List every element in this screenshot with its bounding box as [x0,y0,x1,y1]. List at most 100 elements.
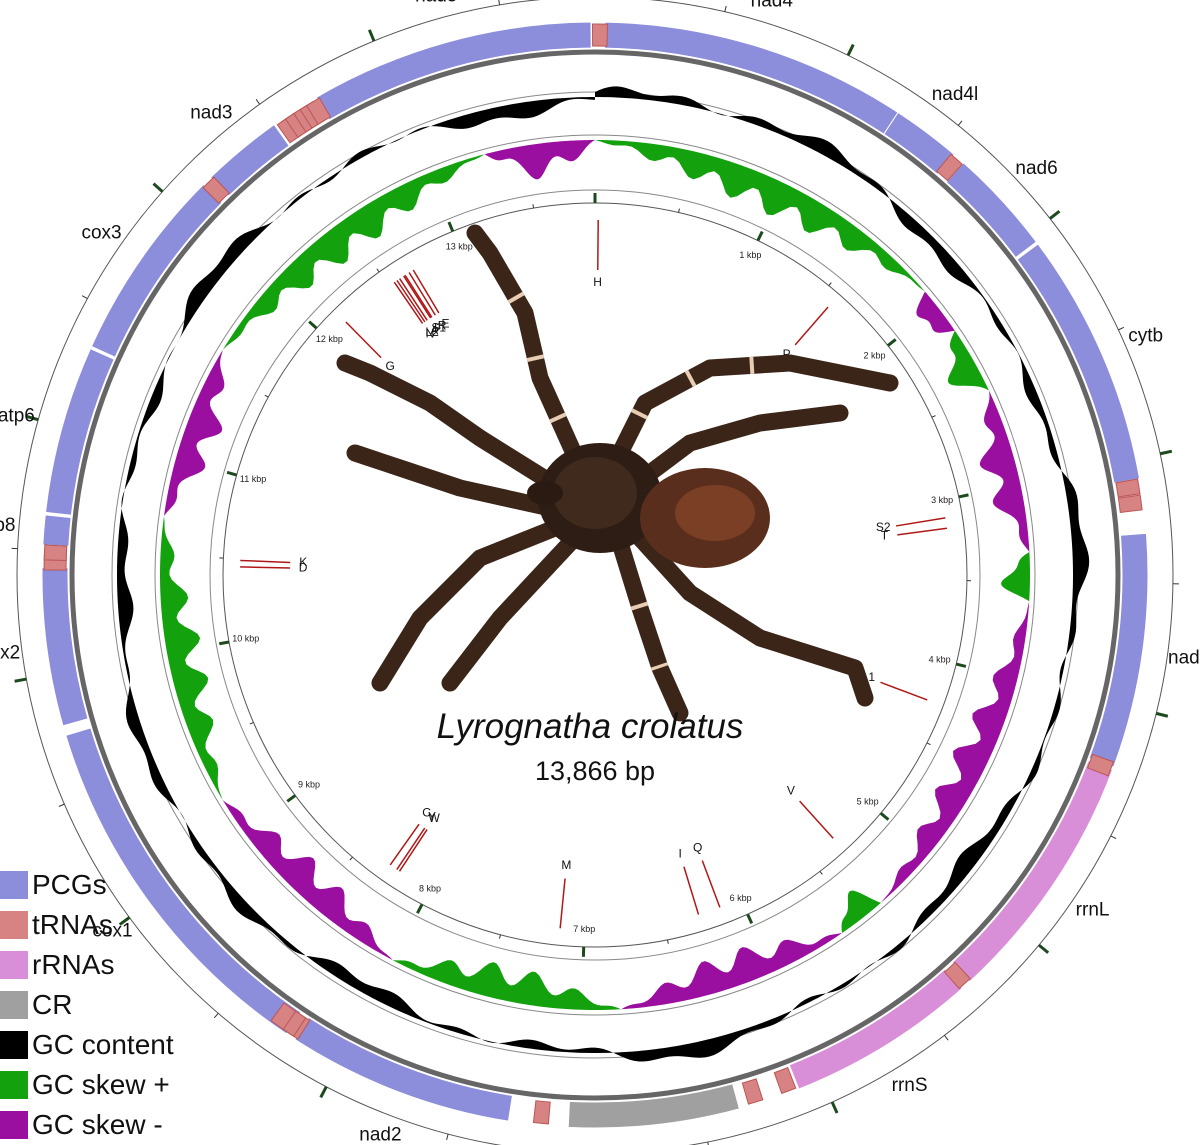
trna-e-leader [412,269,440,314]
outer-scale-tick [1038,943,1050,954]
atp6-label: atp6 [0,405,35,426]
trna-i-label: I [678,846,681,860]
scale-tick [218,640,230,646]
legend-swatch [0,911,28,939]
scale-tick [447,221,455,232]
trna-g-label: G [385,359,394,373]
scale-tick [498,934,501,939]
trna-l2-leader [396,279,426,323]
nad1-label: nad1 [1168,648,1200,669]
nad4l-label: nad4l [932,84,979,105]
gc-skew-ring-outer [154,134,1036,1016]
trna-q-marker [773,1066,797,1095]
gc-skew-region [979,390,1030,553]
legend-label: CR [32,989,73,1020]
trna-r-label: R [438,318,447,332]
trna-c-leader [389,823,420,866]
outer-scale-tick [26,414,39,422]
trna-t-marker [1117,494,1143,514]
legend-item: GC skew + [0,1065,240,1105]
trna-v-marker [943,961,971,990]
trna-i-marker [741,1078,764,1105]
kbp-tick-label: 10 kbp [232,633,259,643]
trna-s2-marker [1115,478,1141,498]
trna-g-leader [345,321,382,359]
trna-y-label: Y [428,809,436,823]
scale-tick [349,856,353,861]
pcg-cox1-arc [65,727,302,1035]
trna-p-leader [794,306,829,346]
trna-w-label: W [429,811,441,825]
kbp-tick-label: 13 kbp [446,241,473,251]
legend-label: tRNAs [32,909,113,940]
trna-m-marker [532,1100,551,1125]
pcg-nad2-arc [293,1016,514,1122]
gc-content-plot [117,86,1090,1062]
legend-swatch [0,1111,28,1139]
trna-r-leader [408,272,436,316]
outer-scale-tick [944,1035,949,1041]
legend-label: GC skew - [32,1109,163,1140]
trna-g-marker [202,176,230,204]
gc-content-track [117,86,1090,1062]
spider-illustration [336,224,899,722]
outer-scale-tick [14,677,27,683]
scale-tick [532,204,535,209]
trna-q-leader [701,860,721,908]
trna-t-leader [897,527,948,536]
nad2-label: nad2 [359,1124,401,1145]
scale-tick [926,742,931,746]
outer-scale-tick [724,5,727,12]
scale-tick [958,493,969,499]
gc-skew-track [160,140,1030,1010]
trna-l1-marker [1086,753,1114,777]
nad6-label: nad6 [1015,158,1057,179]
atp8-label: atp8 [0,515,15,536]
trna-d-leader [240,566,291,569]
gc-skew-region [160,515,223,800]
scale-tick [376,268,380,273]
gc-skew-region [916,291,955,333]
trna-s1-leader [404,274,433,318]
outer-scale-tick [255,99,261,105]
kbp-tick-label: 4 kbp [929,654,951,664]
gc-skew-region [484,140,595,180]
trna-l1-leader [880,681,928,701]
trna-k-leader [240,559,291,564]
pcg-cox3-arc [90,183,223,358]
kbp-tick-label: 1 kbp [739,250,761,260]
scale-tick [879,812,890,821]
gc-skew-region [222,799,393,961]
trna-e-label: E [442,316,450,330]
scale-tick [828,282,832,286]
outer-scale-tick [446,1133,449,1140]
outer-scale-tick [81,295,88,300]
scale-tick [886,338,897,347]
legend-label: rRNAs [32,949,115,980]
trna-y-leader [396,827,426,870]
trna-p-label: P [783,347,791,361]
cox3-label: cox3 [81,223,121,244]
legend-item: PCGs [0,865,240,905]
legend-swatch [0,991,28,1019]
outer-scale-tick [1110,835,1117,840]
trna-f-label: F [434,321,441,335]
kbp-tick-label: 8 kbp [419,884,441,894]
outer-scale-tick [846,43,855,56]
gene-track [41,21,1149,1129]
legend-swatch [0,1071,28,1099]
legend-item: GC content [0,1025,240,1065]
scale-tick [746,913,754,924]
pcg-nad4l-arc [883,111,955,175]
ring-base [16,0,1174,1145]
nad4-label: nad4 [751,0,794,12]
gc-skew-region [947,330,989,391]
species-name: Lyrognatha crolatus [437,707,744,746]
trna-n-leader [393,281,424,324]
trna-c-label: C [422,806,431,820]
scale-tick [955,662,967,668]
outer-scale-tick [152,182,164,193]
scale-tick [308,320,318,330]
gc-skew-region [841,890,881,934]
